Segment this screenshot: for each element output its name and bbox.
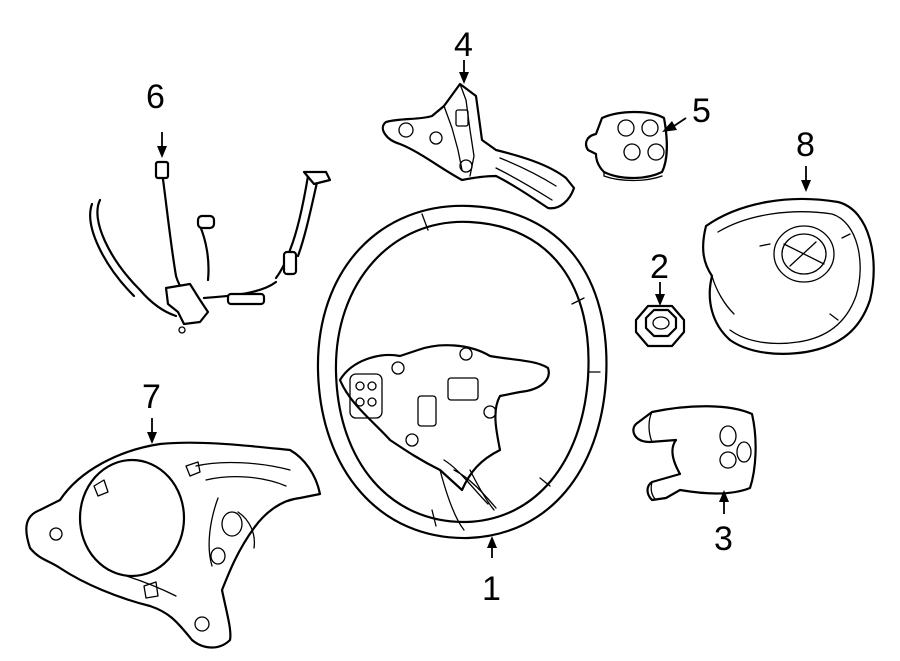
- callout-1: 1: [482, 570, 501, 608]
- part-6-wiring-harness: [89, 160, 332, 334]
- part-3-switch: [632, 405, 757, 502]
- callout-arrows: [147, 60, 811, 558]
- callout-4: 4: [454, 26, 473, 64]
- callout-3: 3: [714, 520, 733, 558]
- callout-5: 5: [692, 92, 711, 130]
- part-8-airbag-module: [702, 197, 875, 355]
- part-1-steering-wheel: [316, 204, 608, 540]
- callout-6: 6: [146, 78, 165, 116]
- callout-numbers: 1 2 3 4 5 6 7 8: [142, 26, 815, 608]
- part-2-nut: [634, 304, 686, 348]
- part-4-bracket: [381, 82, 576, 210]
- callout-7: 7: [142, 378, 161, 416]
- callout-2: 2: [650, 248, 669, 286]
- callout-8: 8: [796, 126, 815, 164]
- part-7-cover: [25, 441, 322, 649]
- part-5-switch: [585, 110, 668, 182]
